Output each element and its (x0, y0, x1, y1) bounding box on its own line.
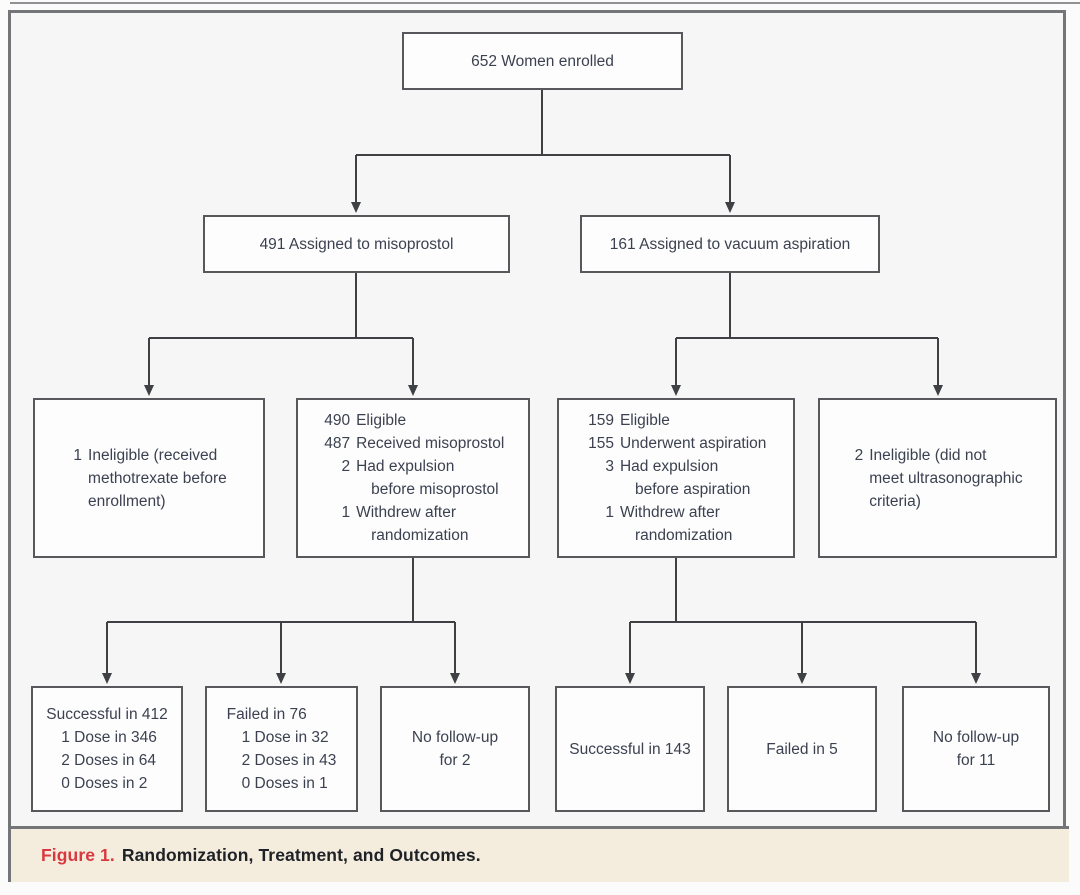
box-label: 491 Assigned to misoprostol (259, 235, 454, 253)
box-assigned-misoprostol: 491 Assigned to misoprostol (203, 215, 510, 273)
box-text-line: 2 Doses in 43 (241, 752, 337, 769)
box-text-line: randomization (371, 527, 469, 544)
box-text-line: 0 Doses in 2 (61, 775, 148, 792)
page-top-rule (10, 2, 1080, 4)
box-text-line: 1 Dose in 32 (241, 729, 329, 746)
box-label: 652 Women enrolled (471, 52, 614, 70)
box-text-line: before misoprostol (371, 481, 499, 498)
box-vacuum-no-followup: No follow-up for 11 (902, 686, 1050, 812)
box-misoprostol-failed: Failed in 76 1 Dose in 32 2 Doses in 43 0 D… (205, 686, 358, 812)
box-text-line: before aspiration (634, 481, 751, 498)
box-text-line: Failed in 76 (226, 706, 307, 723)
box-text-line: methotrexate before (88, 469, 227, 487)
box-assigned-vacuum-aspiration: 161 Assigned to vacuum aspiration (580, 215, 880, 273)
box-text-line: 2 Doses in 64 (61, 752, 157, 769)
box-text-line: for 11 (956, 752, 996, 769)
box-text-line: No follow-up (411, 729, 499, 746)
box-misoprostol-no-followup: No follow-up for 2 (380, 686, 530, 812)
box-text-line: meet ultrasonographic (869, 469, 1023, 487)
figure-caption-label: Figure 1. (41, 845, 115, 865)
box-vacuum-successful: Successful in 143 (555, 686, 705, 812)
box-text-line: 1 Dose in 346 (61, 729, 157, 746)
box-text-line: 0 Doses in 1 (241, 775, 328, 792)
box-text-line: No follow-up (932, 729, 1020, 746)
box-label: Successful in 143 (569, 740, 691, 758)
box-vacuum-failed: Failed in 5 (727, 686, 877, 812)
box-misoprostol-successful: Successful in 412 1 Dose in 346 2 Doses in… (31, 686, 183, 812)
figure-caption-title: Randomization, Treatment, and Outcomes. (121, 845, 481, 865)
figure-caption-bar: Figure 1. Randomization, Treatment, and … (11, 826, 1069, 882)
box-label: Failed in 5 (766, 740, 838, 758)
box-text-line: enrollment) (88, 492, 166, 510)
box-women-enrolled: 652 Women enrolled (402, 32, 683, 90)
box-label: 161 Assigned to vacuum aspiration (609, 235, 851, 253)
box-text-line: randomization (634, 527, 733, 544)
box-text-line: Successful in 412 (46, 706, 168, 723)
box-text-line: for 2 (439, 752, 471, 769)
box-text-line: criteria) (869, 492, 921, 510)
